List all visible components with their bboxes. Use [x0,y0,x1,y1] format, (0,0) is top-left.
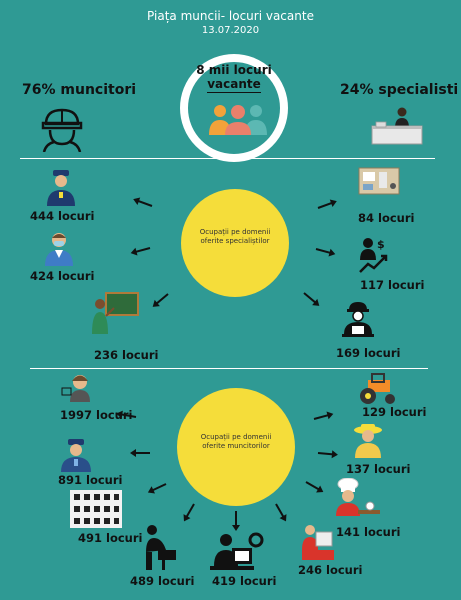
total-vacancies-line2: vacante [207,77,261,93]
worker-item-label: 129 locuri [362,405,427,419]
workers-share: 76% muncitori [22,82,137,98]
arrow-icon [153,293,169,307]
police-officer-icon [47,170,75,206]
office-desk-specialist-icon [371,107,423,145]
page-date: 13.07.2020 [201,25,260,36]
arrow-icon [315,248,334,255]
arrow-icon [184,503,195,521]
worker-item-label: 1997 locuri [60,408,133,422]
office-workspace-icon [358,167,400,195]
worker-item-label: 419 locuri [212,574,277,588]
arrow-icon [305,481,323,492]
divider-bottom [30,368,428,369]
worker-item-label: 891 locuri [58,473,123,487]
divider-top [20,158,435,159]
arrow-icon [134,198,153,207]
finance-growth-icon: $ [359,238,388,273]
arrow-icon [303,292,319,306]
worker-item-label: 246 locuri [298,563,363,577]
spec-item-label: 117 locuri [360,278,425,292]
call-center-operator-icon [61,375,90,402]
worker-item-label: 141 locuri [336,525,401,539]
security-guard-icon [61,439,91,472]
tools-grid-icon [70,490,122,528]
chef-icon [336,478,380,516]
it-technician-icon [210,532,264,570]
engineer-icon [342,302,374,337]
svg-text:$: $ [377,238,385,251]
spec-item-label: 169 locuri [336,346,401,360]
people-group-icon [209,105,267,135]
arrow-icon [317,200,336,209]
arrow-icon [132,452,150,454]
spec-item-label: 84 locuri [358,211,415,225]
arrow-icon [132,247,151,254]
page-title: Piața muncii- locuri vacante [147,9,314,23]
medical-worker-icon [45,233,73,266]
arrow-icon [313,413,332,420]
tractor-icon [360,373,395,404]
specialists-share: 24% specialisti [340,82,459,98]
workers-circle-label: Ocupații pe domenii oferite muncitorilor [200,433,272,451]
workers-circle [177,388,295,506]
worker-item-label: 489 locuri [130,574,195,588]
total-vacancies-label: 8 mii locuri vacante [196,63,272,93]
worker-item-label: 137 locuri [346,462,411,476]
spec-item-label: 424 locuri [30,269,95,283]
teacher-blackboard-icon [92,292,139,334]
farmer-icon [354,424,382,458]
cashier-icon [302,525,334,560]
arrow-icon [149,483,167,493]
mechanic-worker-icon [146,525,176,570]
worker-item-label: 491 locuri [78,531,143,545]
arrow-icon [235,511,237,529]
specialists-circle-label: Ocupații pe domenii oferite specialiștil… [199,228,271,246]
spec-item-label: 444 locuri [30,209,95,223]
specialists-circle [181,189,289,297]
total-vacancies-line1: 8 mii locuri [196,63,272,77]
hard-hat-worker-icon [41,108,83,152]
arrow-icon [275,503,286,521]
spec-item-label: 236 locuri [94,348,159,362]
arrow-icon [317,452,337,456]
